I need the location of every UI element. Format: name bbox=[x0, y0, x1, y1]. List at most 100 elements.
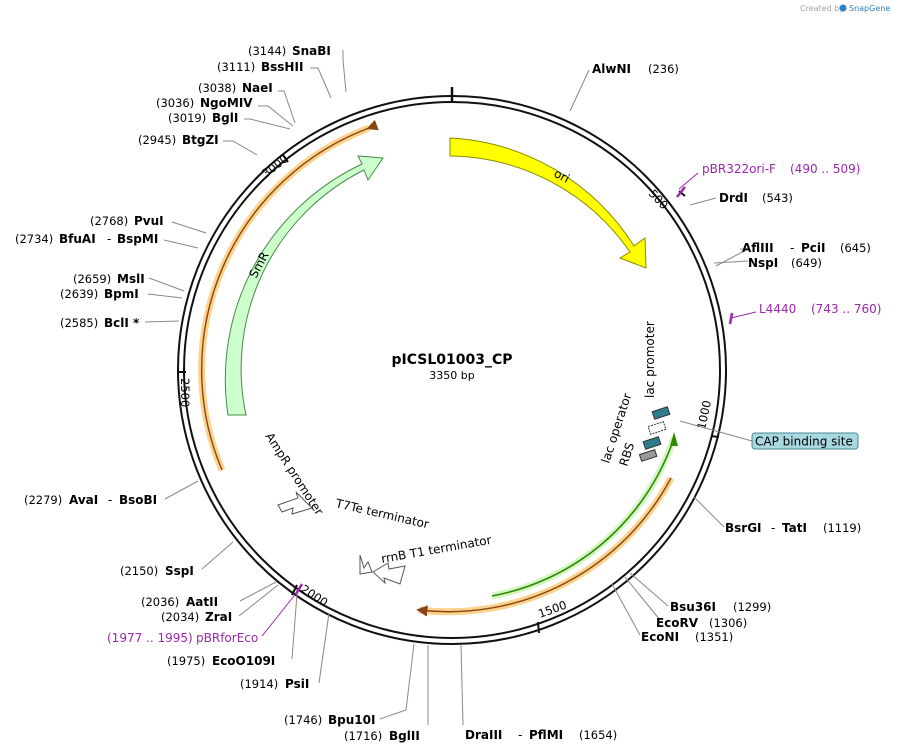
enzyme-label-drdi[interactable]: DrdI (543) bbox=[719, 191, 793, 205]
enzyme-label-bfuai[interactable]: (2734) BfuAI - BspMI bbox=[15, 232, 158, 246]
ori-feature-arrow bbox=[449, 137, 647, 269]
enzyme-label-econi[interactable]: EcoNI (1351) bbox=[641, 630, 733, 644]
enzyme-label-pvui[interactable]: (2768) PvuI bbox=[90, 214, 164, 228]
enzyme-label-bsrgi[interactable]: BsrGI - TatI (1119) bbox=[725, 521, 861, 535]
rbs-label: RBS bbox=[617, 441, 638, 468]
enzyme-label-naei[interactable]: (3038) NaeI bbox=[198, 81, 273, 95]
svg-text:SspI: SspI bbox=[165, 564, 194, 578]
svg-text:EcoRV: EcoRV bbox=[656, 616, 699, 630]
t7te-terminator-arrow bbox=[359, 554, 373, 575]
svg-text:(3144): (3144) bbox=[248, 44, 286, 58]
lac-promoter-label: lac promoter bbox=[643, 321, 657, 398]
svg-text:AatII: AatII bbox=[186, 595, 218, 609]
enzyme-label-nspi[interactable]: NspI (649) bbox=[748, 256, 822, 270]
svg-text:(1914): (1914) bbox=[240, 677, 278, 691]
cap-binding-site-label[interactable]: CAP binding site bbox=[755, 435, 853, 449]
svg-text:(1975): (1975) bbox=[167, 654, 205, 668]
tick-1500: 1500 bbox=[536, 598, 568, 621]
enzyme-label-psii[interactable]: (1914) PsiI bbox=[240, 677, 309, 691]
enzyme-label-zrai[interactable]: (2034) ZraI bbox=[161, 610, 232, 624]
enzyme-label-bsshii[interactable]: (3111) BssHII bbox=[217, 60, 303, 74]
enzyme-label-bgli[interactable]: (3019) BglI bbox=[168, 111, 238, 125]
svg-text:PciI: PciI bbox=[801, 241, 826, 255]
tick-1000: 1000 bbox=[694, 399, 714, 431]
svg-text:(2945): (2945) bbox=[138, 133, 176, 147]
plasmid-backbone bbox=[177, 87, 727, 645]
enzyme-label-bpmi[interactable]: (2639) BpmI bbox=[60, 287, 139, 301]
enzyme-label-afliii[interactable]: AflIII - PciI (645) bbox=[742, 241, 871, 255]
svg-text:(2150): (2150) bbox=[120, 564, 158, 578]
svg-text:AlwNI: AlwNI bbox=[592, 62, 631, 76]
svg-text:BclI *: BclI * bbox=[104, 316, 140, 330]
plasmid-name: pICSL01003_CP bbox=[391, 352, 512, 368]
svg-text:PsiI: PsiI bbox=[285, 677, 309, 691]
svg-text:(543): (543) bbox=[762, 191, 793, 205]
svg-text:(2585): (2585) bbox=[60, 316, 98, 330]
svg-text:(645): (645) bbox=[840, 241, 871, 255]
svg-text:SnaBI: SnaBI bbox=[292, 44, 331, 58]
svg-text:BglII: BglII bbox=[389, 729, 420, 743]
rrnb-terminator-arrow bbox=[372, 562, 406, 585]
svg-text:MslI: MslI bbox=[117, 272, 145, 286]
svg-text:AvaI: AvaI bbox=[69, 493, 98, 507]
svg-text:(649): (649) bbox=[791, 256, 822, 270]
primer-l4440-range: (743 .. 760) bbox=[811, 302, 881, 316]
enzyme-label-bcli[interactable]: (2585) BclI * bbox=[60, 316, 140, 330]
svg-text:(2034): (2034) bbox=[161, 610, 199, 624]
svg-text:-: - bbox=[771, 521, 775, 535]
enzyme-label-msli[interactable]: (2659) MslI bbox=[73, 272, 145, 286]
enzyme-label-ecorv[interactable]: EcoRV (1306) bbox=[656, 616, 747, 630]
enzyme-label-bsu36i[interactable]: Bsu36I (1299) bbox=[670, 600, 771, 614]
svg-text:(1119): (1119) bbox=[823, 521, 861, 535]
orf-arc-left bbox=[200, 119, 379, 471]
plasmid-length: 3350 bp bbox=[429, 369, 474, 382]
svg-text:(2036): (2036) bbox=[141, 595, 179, 609]
enzyme-label-snabi[interactable]: (3144) SnaBI bbox=[248, 44, 331, 58]
enzyme-label-draiii[interactable]: DraIII - PflMI (1654) bbox=[465, 728, 617, 742]
enzyme-label-bpu10i[interactable]: (1746) Bpu10I bbox=[284, 713, 375, 727]
credit-text: Created by bbox=[800, 4, 844, 13]
enzyme-label-bglii[interactable]: (1716) BglII bbox=[344, 729, 420, 743]
svg-text:EcoNI: EcoNI bbox=[641, 630, 679, 644]
enzyme-label-btgzi[interactable]: (2945) BtgZI bbox=[138, 133, 219, 147]
enzyme-label-ecoo109i[interactable]: (1975) EcoO109I bbox=[167, 654, 275, 668]
lac-promoter-box bbox=[651, 406, 671, 420]
svg-text:Bsu36I: Bsu36I bbox=[670, 600, 716, 614]
primer-pbr322ori-range: (490 .. 509) bbox=[790, 162, 860, 176]
smr-feature-arrow bbox=[224, 155, 384, 416]
orf-arc-green bbox=[491, 437, 675, 597]
enzyme-label-ngomiv[interactable]: (3036) NgoMIV bbox=[156, 96, 253, 110]
svg-text:-: - bbox=[108, 493, 112, 507]
svg-text:BspMI: BspMI bbox=[117, 232, 158, 246]
enzyme-label-sspi[interactable]: (2150) SspI bbox=[120, 564, 194, 578]
svg-text:(1351): (1351) bbox=[695, 630, 733, 644]
primer-l4440[interactable]: L4440 (743 .. 760) bbox=[728, 302, 881, 325]
svg-text:(3111): (3111) bbox=[217, 60, 255, 74]
svg-text:TatI: TatI bbox=[782, 521, 807, 535]
svg-text:(2768): (2768) bbox=[90, 214, 128, 228]
svg-text:(1654): (1654) bbox=[579, 728, 617, 742]
svg-text:Bpu10I: Bpu10I bbox=[328, 713, 375, 727]
cap-box bbox=[642, 436, 662, 450]
svg-text:BssHII: BssHII bbox=[261, 60, 303, 74]
primer-pbr322ori[interactable]: pBR322ori-F (490 .. 509) bbox=[676, 162, 860, 198]
svg-text:DrdI: DrdI bbox=[719, 191, 748, 205]
svg-text:BfuAI: BfuAI bbox=[59, 232, 96, 246]
enzyme-label-aatii[interactable]: (2036) AatII bbox=[141, 595, 218, 609]
svg-text:BsrGI: BsrGI bbox=[725, 521, 762, 535]
svg-text:BtgZI: BtgZI bbox=[182, 133, 219, 147]
primer-pbrforeco[interactable]: (1977 .. 1995) pBRforEco bbox=[107, 583, 304, 645]
svg-text:(1746): (1746) bbox=[284, 713, 322, 727]
svg-text:(2279): (2279) bbox=[24, 493, 62, 507]
svg-text:(3038): (3038) bbox=[198, 81, 236, 95]
enzyme-label-avai[interactable]: (2279) AvaI - BsoBI bbox=[24, 493, 157, 507]
svg-text:(1306): (1306) bbox=[709, 616, 747, 630]
svg-text:PvuI: PvuI bbox=[134, 214, 164, 228]
enzyme-label-alwni[interactable]: AlwNI (236) bbox=[592, 62, 679, 76]
cap-binding-site-box[interactable] bbox=[751, 432, 859, 450]
orf-arc-green-head bbox=[670, 432, 678, 446]
lac-operator-box bbox=[647, 421, 667, 435]
t7te-label: T7Te terminator bbox=[333, 496, 430, 531]
svg-text:(3019): (3019) bbox=[168, 111, 206, 125]
svg-text:(1299): (1299) bbox=[733, 600, 771, 614]
